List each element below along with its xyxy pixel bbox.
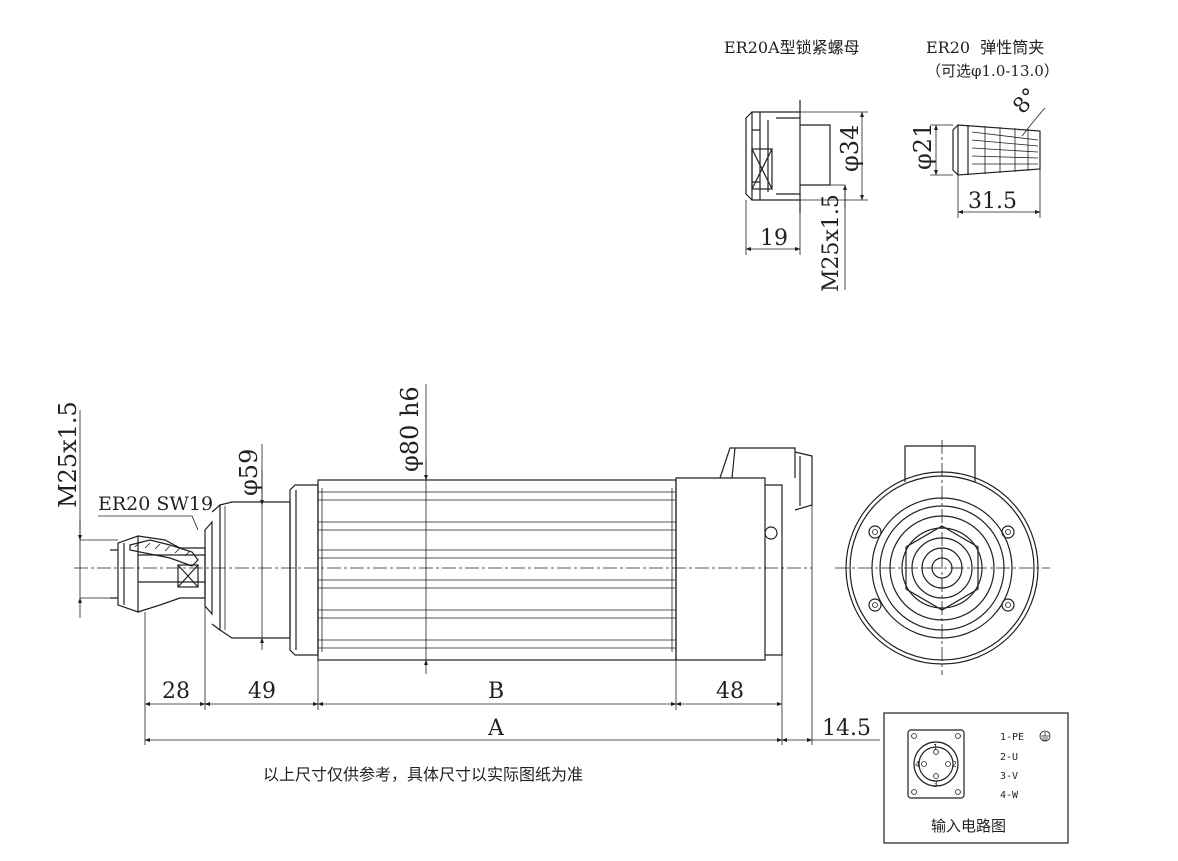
dim-28-label: 28 [162, 679, 190, 704]
connector-pin-label: 3-V [1000, 771, 1018, 782]
connector-pin-number: 2 [952, 760, 957, 769]
spindle-body-diameter-label: φ80 h6 [396, 386, 424, 472]
spindle-nose-diameter-label: φ59 [235, 449, 263, 496]
dim-49-label: 49 [248, 679, 276, 704]
spindle-thread-label: M25x1.5 [54, 401, 82, 508]
collet-title: ER20 弹性筒夹 [926, 38, 1044, 57]
locknut-diameter-label: φ34 [836, 125, 864, 172]
connector-pin-label: 2-U [1000, 752, 1018, 763]
spindle-side-view: ER20 SW19 M25x1.5 φ59 [54, 384, 813, 674]
reference-note: 以上尺寸仅供参考，具体尺寸以实际图纸为准 [263, 765, 583, 784]
spindle-cooling-fins [318, 488, 676, 652]
connector-pin-label: 4-W [1000, 790, 1019, 801]
collet-length-label: 31.5 [968, 189, 1017, 214]
locknut-detail: ER20A型锁紧螺母 φ34 19 M25x1.5 [724, 38, 868, 292]
connector-pin-label: 1-PE [1000, 732, 1024, 743]
spindle-nut-label: ER20 SW19 [98, 493, 213, 515]
dim-14-5-label: 14.5 [822, 716, 871, 741]
connector-pin-number: 4 [915, 760, 920, 769]
connector-caption: 输入电路图 [931, 817, 1006, 835]
collet-subtitle: （可选φ1.0-13.0） [926, 62, 1059, 80]
connector-pin-number: 3 [933, 780, 938, 789]
collet-drawing [952, 124, 1041, 176]
spindle-front-view [835, 440, 1050, 675]
collet-diameter-label: φ21 [909, 123, 937, 170]
collet-angle-label: 8° [1008, 84, 1043, 119]
spindle-nut [110, 535, 206, 613]
spindle-dimension-chain: 28 49 B 48 A 14.5 [144, 505, 880, 745]
connector-pin-number: 1 [933, 743, 938, 752]
connector-diagram: 1 2 3 4 1-PE 2-U 3-V 4-W 输入电路图 [883, 712, 1069, 844]
locknut-title: ER20A型锁紧螺母 [724, 38, 860, 57]
locknut-width-label: 19 [760, 226, 788, 251]
dim-48-label: 48 [716, 679, 744, 704]
dim-B-label: B [488, 679, 504, 704]
locknut-drawing [745, 100, 831, 213]
collet-detail: ER20 弹性筒夹 （可选φ1.0-13.0） 8° φ21 31.5 [909, 38, 1059, 218]
locknut-thread-label: M25x1.5 [819, 194, 844, 292]
ground-icon [1039, 730, 1051, 742]
dim-A-label: A [487, 716, 505, 741]
